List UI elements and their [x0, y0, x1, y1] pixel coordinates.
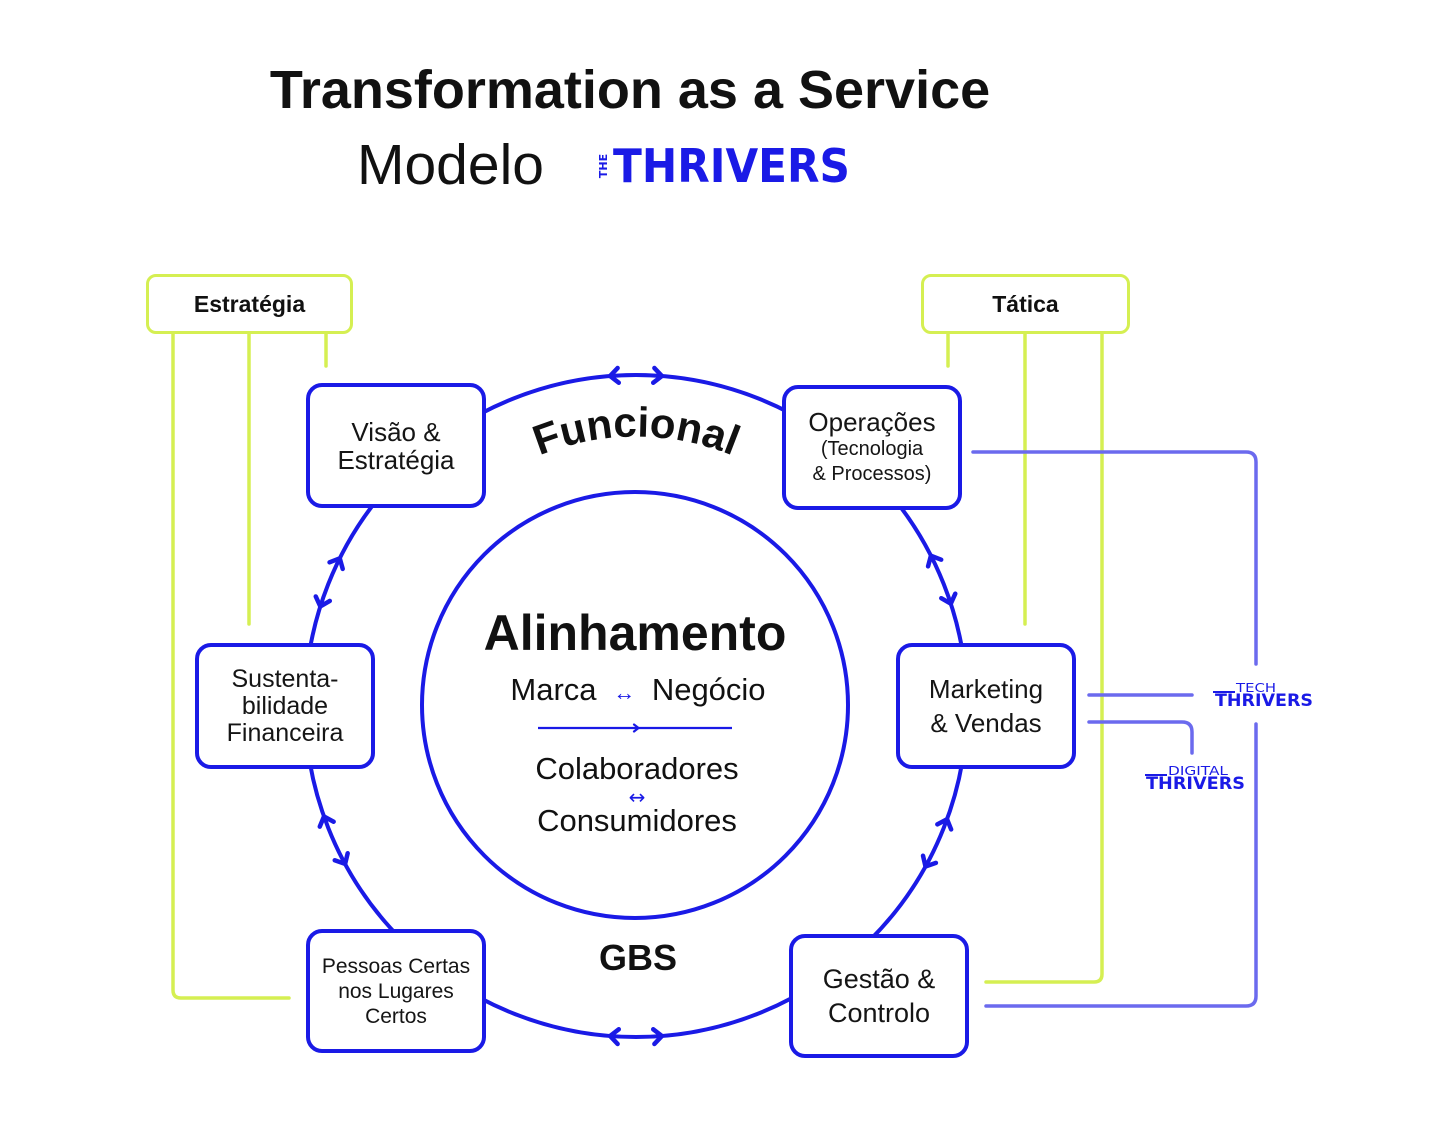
node-text: Pessoas Certas — [321, 954, 471, 978]
ring-arrowhead — [925, 553, 944, 569]
ring-arrowhead — [939, 591, 958, 606]
thrivers-logo: THE THRIVERS — [597, 139, 850, 193]
node-text: Certos — [365, 1004, 427, 1028]
node-text: & Vendas — [930, 708, 1042, 738]
partner-connector-digital — [1087, 720, 1194, 755]
digital-thrivers-logo: DIGITAL THRIVERS — [1145, 764, 1245, 794]
node-text: (Tecnologia — [820, 438, 924, 460]
ring-arrowhead — [607, 1027, 622, 1047]
center-pair1-right: Negócio — [652, 672, 766, 707]
center-pair2-bottom: Consumidores — [537, 803, 737, 838]
node-visao-estrategia: Visão & Estratégia — [306, 383, 486, 508]
center-pair1: Marca ↔ Negócio — [510, 672, 765, 707]
digital-thrivers-prefix: DIGITAL — [1168, 764, 1228, 778]
strategy-connector-pessoas — [171, 331, 291, 1000]
strategy-label: Estratégia — [146, 274, 353, 334]
node-gestao-controlo: Gestão & Controlo — [789, 934, 969, 1058]
node-text: Estratégia — [337, 444, 455, 475]
node-text: nos Lugares — [338, 979, 454, 1003]
ring-arrowhead — [313, 594, 333, 609]
digital-thrivers-name: THRIVERS — [1146, 774, 1245, 794]
node-text: & Processos) — [812, 463, 932, 485]
tactics-label: Tática — [921, 274, 1130, 334]
tech-thrivers-prefix: TECH — [1235, 681, 1276, 695]
ring-arrowhead — [327, 556, 345, 572]
node-pessoas-certas: Pessoas Certas nos Lugares Certos — [306, 929, 486, 1053]
node-text: Visão & — [351, 416, 441, 447]
node-text: Operações — [808, 407, 936, 437]
node-text: Gestão & — [822, 964, 936, 994]
thrivers-logo-prefix: THE — [597, 154, 610, 178]
thrivers-logo-name: THRIVERS — [613, 139, 850, 193]
center-pair1-arrow: ↔ — [613, 680, 635, 705]
ring-arrowhead — [650, 1027, 665, 1047]
center-divider-arrow — [538, 723, 732, 733]
node-text: Marketing — [928, 674, 1044, 704]
node-text: Financeira — [226, 718, 344, 747]
tactics-connector-gestao — [984, 331, 1104, 984]
ring-arrowhead — [920, 853, 939, 869]
node-operacoes: Operações (Tecnologia & Processos) — [782, 385, 962, 510]
partner-connector-gestao — [984, 722, 1258, 1008]
node-text: Sustenta- — [231, 664, 339, 693]
ring-top-label-path: Funcional — [527, 398, 747, 464]
node-text: Controlo — [827, 998, 931, 1028]
page-title: Transformation as a Service — [270, 60, 990, 120]
ring-arrowhead — [332, 850, 350, 867]
tech-thrivers-name: THRIVERS — [1215, 691, 1313, 711]
partner-connector-operacoes — [971, 450, 1258, 666]
center-pair2-top: Colaboradores — [535, 751, 738, 786]
center-divider-arrowhead — [632, 723, 641, 733]
tech-thrivers-logo: TECH THRIVERS — [1213, 681, 1313, 711]
ring-arrowhead — [607, 365, 622, 385]
ring-top-label: Funcional — [527, 398, 747, 464]
page-subtitle: Modelo — [357, 133, 544, 197]
ring-arrows — [313, 365, 958, 1047]
center-circle — [420, 490, 850, 920]
node-marketing-vendas: Marketing & Vendas — [896, 643, 1076, 769]
node-sustentabilidade-financeira: Sustenta- bilidade Financeira — [195, 643, 375, 769]
center-pair1-left: Marca — [510, 672, 597, 707]
center-title: Alinhamento — [484, 605, 787, 661]
ring-bottom-label: GBS — [599, 937, 677, 978]
node-text: bilidade — [241, 691, 329, 720]
ring-arrowhead — [650, 365, 665, 385]
center-pair2-arrow: ↔ — [629, 785, 646, 809]
tactics-label-text: Tática — [992, 290, 1059, 317]
ring-arrowhead — [935, 816, 954, 832]
ring-arrowhead — [317, 814, 336, 829]
strategy-label-text: Estratégia — [193, 290, 306, 317]
